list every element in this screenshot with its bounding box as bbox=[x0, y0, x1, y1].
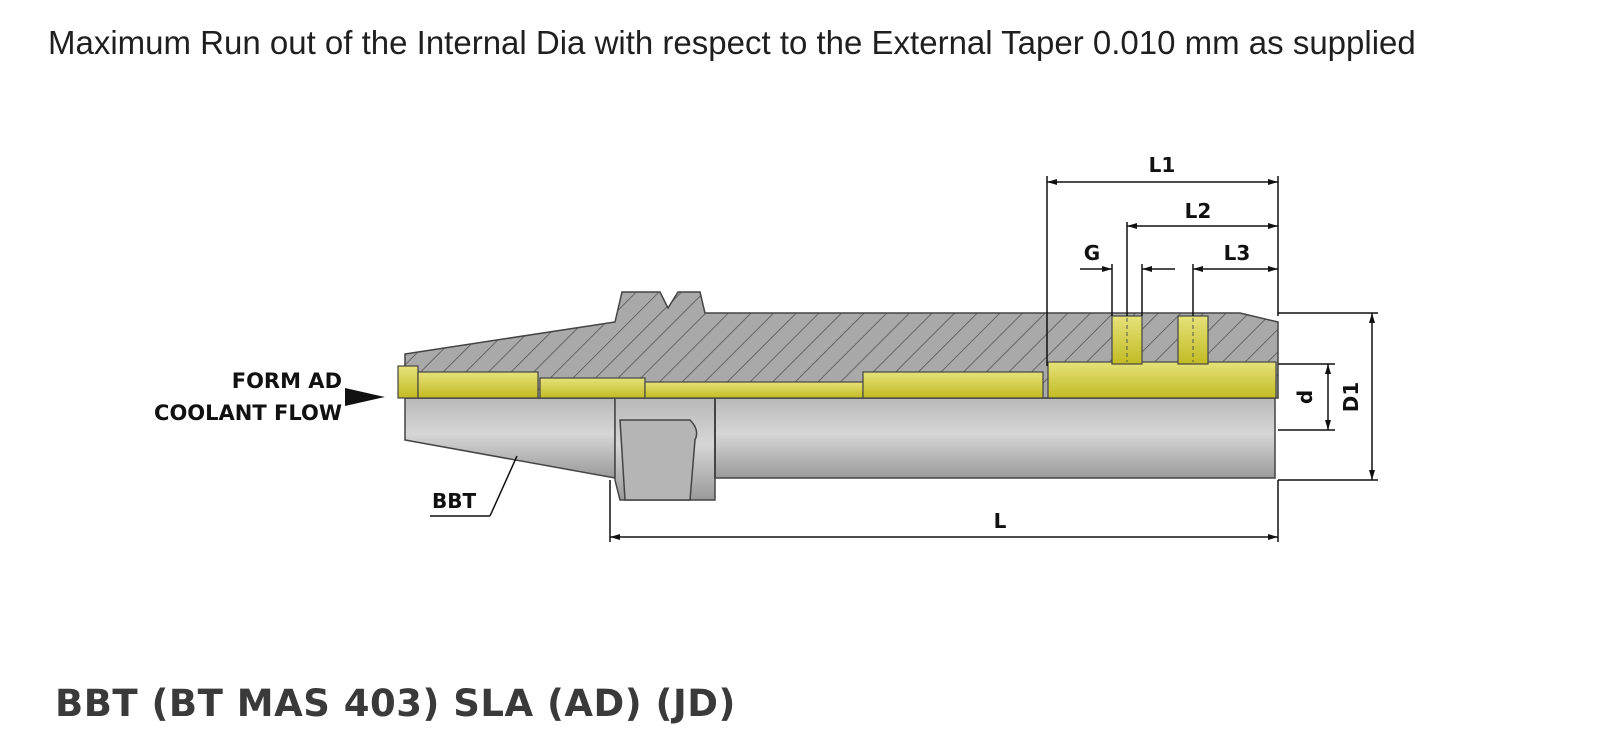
dimension-lines bbox=[609, 176, 1378, 542]
dim-label-g: G bbox=[1084, 241, 1100, 265]
bbt-label: BBT bbox=[432, 489, 476, 513]
dim-label-d: d bbox=[1293, 390, 1317, 404]
dim-label-l: L bbox=[994, 509, 1007, 533]
bbt-leader bbox=[430, 455, 518, 517]
form-ad-label: FORM AD bbox=[232, 369, 342, 393]
dim-label-l3: L3 bbox=[1224, 241, 1251, 265]
dim-label-l2: L2 bbox=[1185, 199, 1212, 223]
product-title: BBT (BT MAS 403) SLA (AD) (JD) bbox=[55, 682, 736, 725]
dim-label-l1: L1 bbox=[1149, 153, 1176, 177]
coolant-arrow-icon bbox=[345, 388, 385, 406]
dim-label-d1: D1 bbox=[1339, 382, 1363, 413]
holder-lower-half bbox=[404, 397, 1276, 501]
page-heading: Maximum Run out of the Internal Dia with… bbox=[48, 24, 1416, 61]
dimension-labels: L1 L2 L3 G L d D1 bbox=[994, 153, 1363, 533]
coolant-channel bbox=[397, 315, 1277, 399]
coolant-flow-label: COOLANT FLOW bbox=[154, 401, 342, 425]
